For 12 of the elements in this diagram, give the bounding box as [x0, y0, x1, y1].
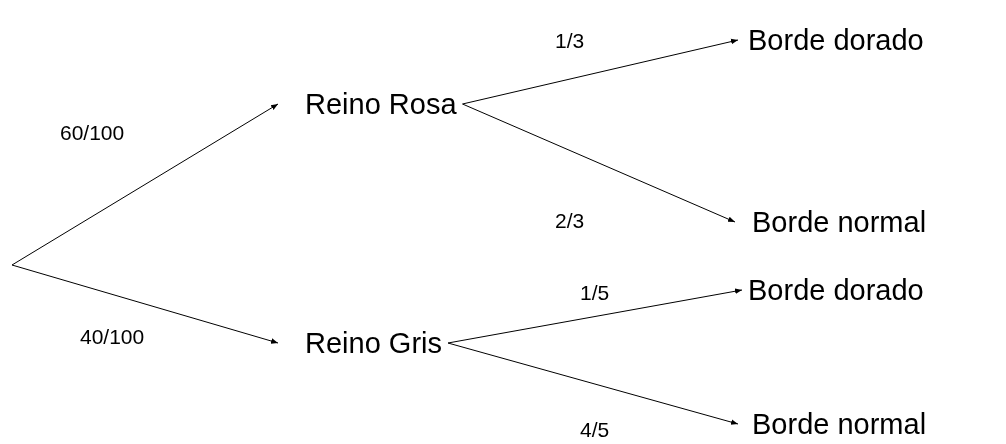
arrow — [447, 288, 743, 344]
arrow — [447, 342, 739, 425]
outcome-label: Borde normal — [752, 408, 927, 440]
outcome-label: Borde dorado — [748, 274, 924, 306]
outcome-label: Borde normal — [752, 206, 927, 238]
arrow — [462, 103, 736, 223]
arrow — [462, 38, 739, 105]
outcome-label: Reino Gris — [305, 327, 442, 359]
outcome-label: Reino Rosa — [305, 88, 457, 120]
arrow — [11, 103, 279, 266]
outcome-label: Borde dorado — [748, 24, 924, 56]
arrow — [11, 264, 279, 344]
